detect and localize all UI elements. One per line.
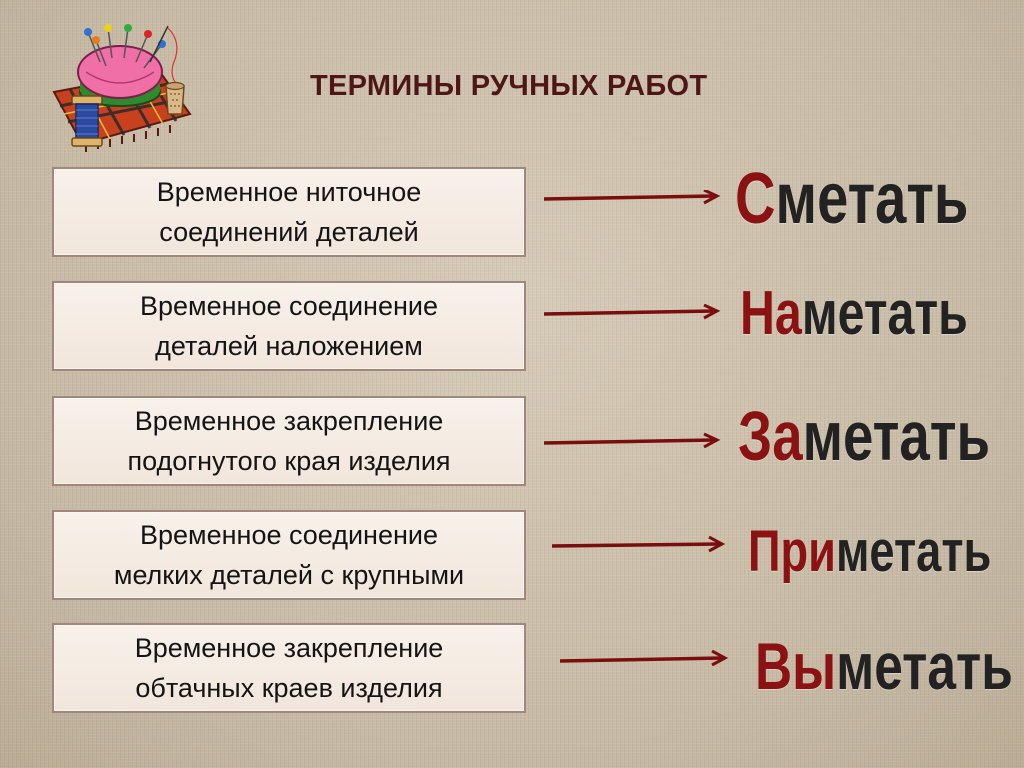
- definition-3-line-2: подогнутого края изделия: [127, 446, 451, 476]
- right-arrow-icon: [560, 650, 729, 666]
- term-4-prefix: При: [748, 519, 836, 584]
- term-3-prefix: За: [738, 397, 803, 475]
- definition-2-line-1: Временное соединение: [140, 291, 438, 321]
- definition-box-1: Временное ниточное соединений деталей: [52, 167, 526, 257]
- definition-1-line-1: Временное ниточное: [156, 177, 422, 207]
- term-smetat: Сметать: [735, 158, 968, 240]
- definition-4-line-2: мелких деталей с крупными: [113, 560, 465, 590]
- term-5-prefix: Вы: [755, 629, 837, 703]
- right-arrow-icon: [544, 190, 721, 205]
- right-arrow-icon: [552, 536, 726, 552]
- term-2-rest: метать: [801, 279, 968, 348]
- definition-box-2: Временное соединение деталей наложением: [52, 281, 526, 371]
- term-1-prefix: С: [735, 159, 776, 239]
- definition-box-5: Временное закрепление обтачных краев изд…: [52, 623, 526, 713]
- definition-5-line-1: Временное закрепление: [134, 633, 444, 663]
- term-5-rest: метать: [836, 629, 1013, 703]
- term-nametat: Наметать: [740, 278, 968, 349]
- right-arrow-icon: [544, 432, 721, 448]
- term-primetat: Приметать: [748, 518, 991, 585]
- term-4-rest: метать: [835, 519, 992, 584]
- definition-2-line-2: деталей наложением: [155, 331, 423, 361]
- term-1-rest: метать: [775, 159, 969, 239]
- definition-4-line-1: Временное соединение: [140, 520, 438, 550]
- definition-3-line-1: Временное закрепление: [134, 406, 444, 436]
- term-vymetat: Выметать: [755, 628, 1013, 704]
- page-title: ТЕРМИНЫ РУЧНЫХ РАБОТ: [310, 70, 708, 102]
- sewing-kit-icon: [52, 24, 192, 152]
- term-2-prefix: На: [740, 279, 802, 348]
- term-3-rest: метать: [802, 397, 991, 475]
- right-arrow-icon: [544, 304, 721, 320]
- term-zametat: Заметать: [738, 396, 990, 476]
- definition-box-4: Временное соединение мелких деталей с кр…: [52, 510, 526, 600]
- definition-box-3: Временное закрепление подогнутого края и…: [52, 396, 526, 486]
- definition-5-line-2: обтачных краев изделия: [135, 673, 443, 703]
- definition-1-line-2: соединений деталей: [159, 217, 419, 247]
